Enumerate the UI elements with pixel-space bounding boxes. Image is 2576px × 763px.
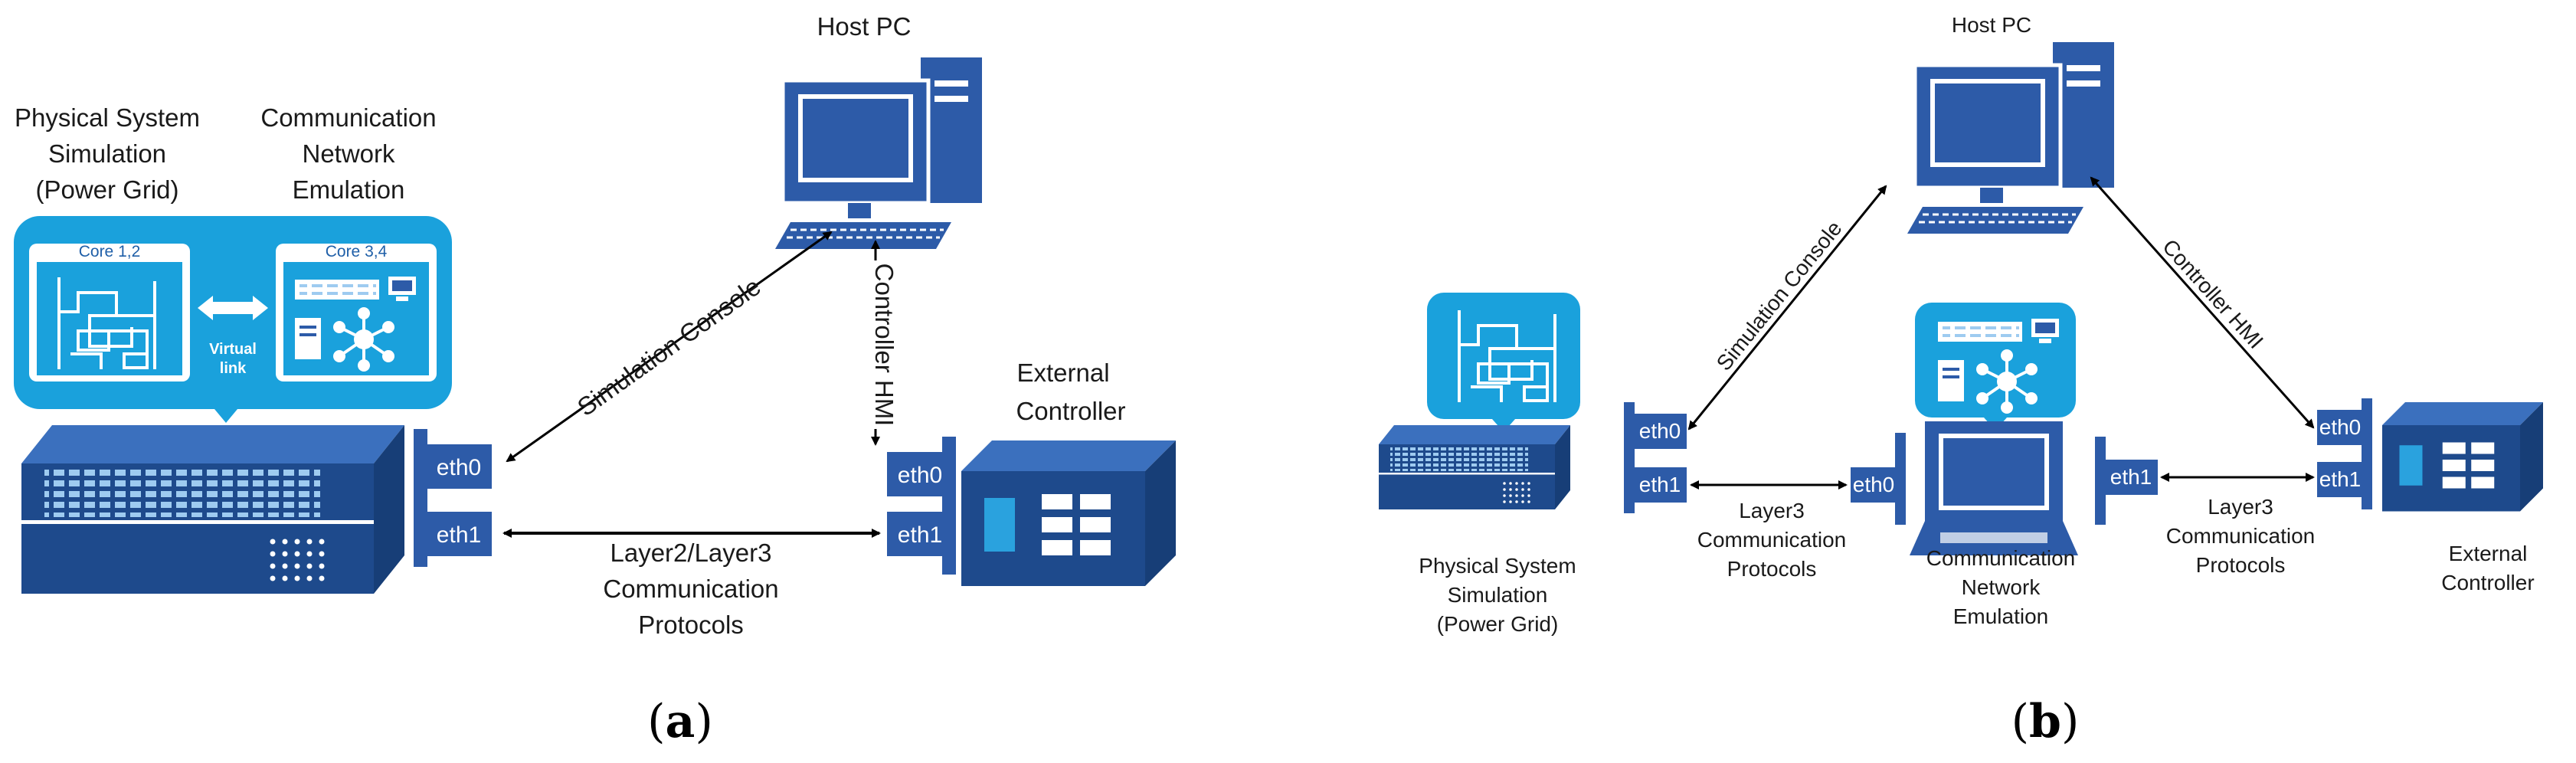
svg-text:Communication: Communication [260,103,436,132]
rack-server-icon-b [1379,425,1570,509]
simulation-console-link-a [506,231,833,463]
sim-ports-a: eth0 eth1 [414,429,492,567]
host-pc-label-b: Host PC [1952,13,2031,37]
eth1-port: eth1 [2110,465,2152,489]
laptop-icon [1910,421,2078,555]
svg-text:link: link [220,360,247,377]
core-1-2-label: Core 1,2 [79,243,141,260]
eth0-port: eth0 [898,463,942,488]
core-3-4-label: Core 3,4 [326,243,388,260]
svg-text:External: External [2449,542,2528,565]
svg-text:Simulation: Simulation [1448,583,1548,607]
eth0-port: eth0 [2319,415,2362,439]
eth0-port: eth0 [1639,419,1681,443]
rack-server-icon-a [21,425,404,594]
svg-text:Communication: Communication [603,575,778,603]
layer-protocols-label-a: Layer2/Layer3 Communication Protocols [603,539,778,639]
controller-hmi-label-b: Controller HMI [2158,234,2268,353]
svg-text:Physical System: Physical System [1419,554,1576,578]
host-pc-icon [775,57,982,249]
svg-text:Communication: Communication [2166,524,2316,548]
layer3-protocols-label-right: Layer3 Communication Protocols [2166,495,2316,577]
svg-text:Emulation: Emulation [1953,604,2049,628]
ctrl-ports-a: eth0 eth1 [887,437,956,575]
external-controller-icon-a [961,440,1176,586]
panel-a: Host PC Physical System Simulation (Powe… [14,12,1176,639]
svg-text:Layer3: Layer3 [1739,499,1805,522]
simulation-console-label-b: Simulation Console [1712,217,1847,375]
svg-text:Layer2/Layer3: Layer2/Layer3 [610,539,772,567]
caption-a: (a) [647,695,713,748]
host-pc-icon [1907,42,2114,234]
physical-system-label-a: Physical System Simulation (Power Grid) [15,103,200,204]
network-emulation-label-a: Communication Network Emulation [260,103,436,204]
svg-text:Network: Network [302,139,395,168]
panel-b: Host PC eth0 eth1 Physical System Simula… [1379,13,2543,636]
svg-text:Protocols: Protocols [1727,557,1817,581]
eth0-port: eth0 [1853,473,1895,496]
eth1-port: eth1 [437,522,481,548]
external-controller-icon-b [2382,402,2543,512]
svg-text:Communication: Communication [1697,528,1847,552]
physical-system-label-b: Physical System Simulation (Power Grid) [1419,554,1576,636]
controller-hmi-label-a: Controller HMI [870,264,898,427]
svg-text:(Power Grid): (Power Grid) [35,175,178,204]
svg-text:Physical System: Physical System [15,103,200,132]
svg-text:Controller: Controller [2441,571,2534,594]
svg-text:Virtual: Virtual [209,341,257,358]
eth1-port: eth1 [898,522,942,548]
external-controller-label-a: External Controller [1016,359,1125,425]
simulation-console-label-a: Simulation Console [572,272,766,421]
svg-text:Protocols: Protocols [638,611,744,639]
cores-bubble: Core 1,2 Core 3,4 Virtual link [14,216,452,423]
svg-text:Communication: Communication [1926,546,2076,570]
svg-text:Layer3: Layer3 [2208,495,2273,519]
layer3-protocols-label-left: Layer3 Communication Protocols [1697,499,1847,581]
network-emulation-label-b: Communication Network Emulation [1926,546,2076,628]
eth1-port: eth1 [1639,473,1681,496]
caption-b: (b) [2011,695,2080,748]
virtual-link-arrow-icon [198,296,268,320]
svg-text:Simulation: Simulation [48,139,166,168]
svg-text:Network: Network [1962,575,2041,599]
svg-text:Emulation: Emulation [293,175,405,204]
controller-hmi-link-b [2090,176,2315,429]
host-pc-label-a: Host PC [817,12,912,41]
svg-text:External: External [1016,359,1109,387]
external-controller-label-b: External Controller [2441,542,2534,594]
svg-text:Protocols: Protocols [2196,553,2286,577]
eth1-port: eth1 [2319,467,2362,491]
simulation-console-link-b [1687,185,1887,431]
svg-text:(Power Grid): (Power Grid) [1437,612,1559,636]
svg-text:Controller: Controller [1016,397,1125,425]
eth0-port: eth0 [437,455,481,480]
